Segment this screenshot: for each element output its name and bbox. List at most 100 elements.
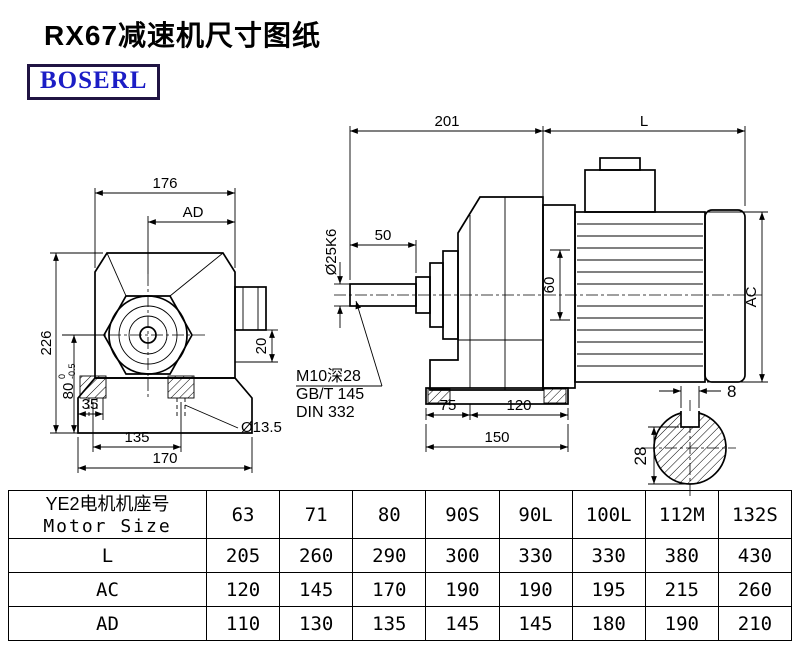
- dim-176-label: 176: [152, 175, 177, 192]
- table-cell: 430: [717, 538, 793, 573]
- note-gbt-145: GB/T 145: [296, 386, 364, 403]
- table-row-AD: AD 110 130 135 145 145 180 190 210: [8, 606, 793, 641]
- dim-120-label: 120: [506, 397, 531, 414]
- motor: [542, 157, 746, 389]
- keyway-slot: [680, 411, 700, 428]
- dim-135: 135: [92, 402, 182, 452]
- dim-35-label: 35: [82, 396, 99, 413]
- dim-60-label: 60: [541, 277, 558, 294]
- column-header: 100L: [571, 490, 646, 539]
- gearbox-housing-side: [425, 196, 569, 405]
- dim-35: 35: [78, 396, 104, 420]
- dim-75-label: 75: [440, 397, 457, 414]
- column-header: 90S: [425, 490, 500, 539]
- dim-201: 201: [349, 113, 544, 280]
- dim-28-label: 28: [631, 447, 650, 466]
- dim-ad: AD: [147, 204, 235, 274]
- table-cell: 110: [205, 606, 281, 641]
- dim-20: 20: [235, 329, 278, 363]
- table-cell: 180: [571, 606, 646, 641]
- dim-80-label: 80: [60, 383, 77, 400]
- motor-size-label-en: Motor Size: [43, 515, 172, 537]
- table-cell: 145: [425, 606, 500, 641]
- table-cell: 380: [644, 538, 719, 573]
- table-cell: 300: [425, 538, 500, 573]
- dim-226: 226: [38, 252, 103, 434]
- dim-AC-label: AC: [743, 286, 760, 307]
- table-cell: 205: [205, 538, 281, 573]
- table-cell: 190: [425, 572, 500, 607]
- terminal-box-cover: [599, 157, 641, 171]
- dim-80-tol-upper: 0: [57, 374, 67, 379]
- table-cell: 330: [498, 538, 573, 573]
- motor-fins: [577, 223, 703, 367]
- dim-28: 28: [631, 426, 688, 485]
- dim-170-label: 170: [152, 450, 177, 467]
- dim-hole-label: Ø13.5: [241, 419, 282, 436]
- column-header: 63: [205, 490, 281, 539]
- dim-150: 150: [425, 424, 569, 452]
- dim-80-label-group: 80 0 -0.5: [57, 363, 77, 399]
- dim-170: 170: [77, 437, 253, 473]
- dim-L-label: L: [640, 113, 648, 130]
- table-cell: 260: [717, 572, 793, 607]
- front-view: 176 AD 226 80 0 -0.5: [38, 175, 282, 473]
- dim-226-label: 226: [38, 330, 55, 355]
- terminal-box: [584, 169, 656, 213]
- table-cell: 260: [279, 538, 354, 573]
- shaft-end-notes: M10深28 GB/T 145 DIN 332: [296, 300, 383, 421]
- dim-135-label: 135: [124, 429, 149, 446]
- table-row-AC: AC 120 145 170 190 190 195 215 260: [8, 572, 793, 607]
- table-cell: 290: [352, 538, 427, 573]
- side-view: 201 L 50 Ø25K6: [296, 113, 768, 452]
- column-header: 132S: [717, 490, 793, 539]
- table-cell: 145: [498, 606, 573, 641]
- table-header-row: YE2电机机座号 Motor Size 63 71 80 90S 90L 100…: [8, 490, 793, 539]
- page-title: RX67减速机尺寸图纸: [44, 20, 322, 51]
- dim-shaft-diameter: Ø25K6: [323, 229, 350, 328]
- gearbox-front-outline: [77, 252, 267, 434]
- motor-size-table: YE2电机机座号 Motor Size 63 71 80 90S 90L 100…: [8, 490, 793, 641]
- dim-20-label: 20: [253, 338, 270, 355]
- column-header: 71: [279, 490, 354, 539]
- row-label: AC: [8, 572, 207, 607]
- table-cell: 190: [644, 606, 719, 641]
- dim-8-label: 8: [727, 382, 736, 401]
- dim-75: 75: [425, 397, 471, 420]
- shaft-section-detail: 8 28: [631, 382, 736, 496]
- row-label: L: [8, 538, 207, 573]
- logo-text: BOSERL: [40, 67, 148, 94]
- boserl-logo: BOSERL: [27, 64, 161, 100]
- dim-AC: AC: [707, 211, 768, 383]
- dim-50-label: 50: [375, 227, 392, 244]
- note-m10-depth: M10深28: [296, 367, 361, 385]
- table-cell: 135: [352, 606, 427, 641]
- column-header: 90L: [498, 490, 573, 539]
- dim-hole-13-5: Ø13.5: [184, 404, 282, 436]
- dim-80-tolerance: 80 0 -0.5: [57, 334, 104, 433]
- table-cell: 145: [279, 572, 354, 607]
- dim-150-label: 150: [484, 429, 509, 446]
- table-cell: 195: [571, 572, 646, 607]
- table-cell: 330: [571, 538, 646, 573]
- column-header: 80: [352, 490, 427, 539]
- column-header: 112M: [644, 490, 719, 539]
- dim-80-tol-lower: -0.5: [67, 363, 77, 379]
- dim-50: 50: [350, 227, 417, 273]
- motor-size-header-cell: YE2电机机座号 Motor Size: [8, 490, 207, 539]
- dim-201-label: 201: [434, 113, 459, 130]
- motor-size-label-cn: YE2电机机座号: [45, 493, 170, 514]
- dim-ad-label: AD: [183, 204, 204, 221]
- table-cell: 210: [717, 606, 793, 641]
- dim-60: 60: [541, 249, 570, 321]
- table-cell: 130: [279, 606, 354, 641]
- note-din-332: DIN 332: [296, 404, 355, 421]
- table-cell: 215: [644, 572, 719, 607]
- dim-L: L: [543, 113, 746, 206]
- dim-shaft-diameter-label: Ø25K6: [323, 229, 340, 276]
- table-cell: 190: [498, 572, 573, 607]
- table-row-L: L 205 260 290 300 330 330 380 430: [8, 538, 793, 573]
- table-cell: 170: [352, 572, 427, 607]
- table-cell: 120: [205, 572, 281, 607]
- row-label: AD: [8, 606, 207, 641]
